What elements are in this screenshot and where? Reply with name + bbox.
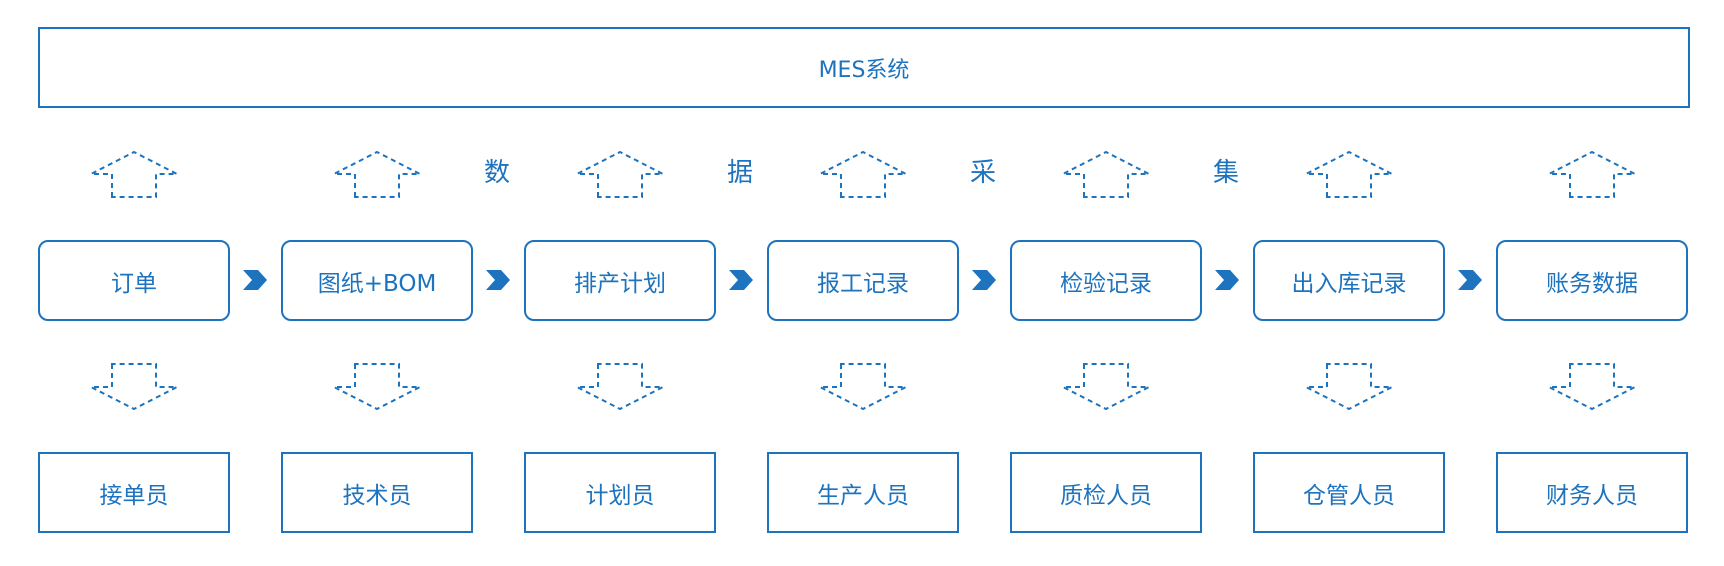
chevron-right-icon	[729, 270, 753, 290]
role-label: 技术员	[342, 482, 412, 509]
stage-label: 报工记录	[817, 270, 909, 297]
download-arrow-icon	[819, 363, 907, 410]
chevron-right-icon	[972, 270, 996, 290]
role-box-order-taker: 接单员	[38, 452, 230, 533]
stage-label: 出入库记录	[1291, 270, 1407, 297]
download-arrow-icon	[333, 363, 421, 410]
stage-label: 账务数据	[1546, 270, 1638, 297]
upload-arrow-icon	[90, 151, 178, 198]
upload-arrow-icon	[1062, 151, 1150, 198]
collect-label-char-2: 据	[726, 158, 753, 188]
role-label: 接单员	[99, 482, 169, 509]
mes-system-title: MES系统	[818, 57, 910, 83]
stage-box-work-report: 报工记录	[767, 240, 959, 321]
role-box-technician: 技术员	[281, 452, 473, 533]
chevron-right-icon	[486, 270, 510, 290]
role-label: 财务人员	[1546, 482, 1638, 509]
chevron-right-icon	[1458, 270, 1482, 290]
upload-arrow-icon	[1548, 151, 1636, 198]
download-arrow-icon	[1548, 363, 1636, 410]
role-label: 生产人员	[817, 482, 909, 509]
role-label: 仓管人员	[1303, 482, 1395, 509]
stage-box-drawing-bom: 图纸+BOM	[281, 240, 473, 321]
download-arrow-icon	[576, 363, 664, 410]
role-box-finance-staff: 财务人员	[1496, 452, 1688, 533]
role-box-quality-inspector: 质检人员	[1010, 452, 1202, 533]
collect-label-char-3: 采	[969, 158, 996, 188]
download-arrow-icon	[90, 363, 178, 410]
download-arrow-icon	[1062, 363, 1150, 410]
role-box-planner: 计划员	[524, 452, 716, 533]
collect-label-char-1: 数	[483, 158, 510, 188]
upload-arrow-icon	[576, 151, 664, 198]
role-label: 计划员	[585, 482, 655, 509]
stage-label: 排产计划	[574, 270, 666, 297]
chevron-right-icon	[1215, 270, 1239, 290]
role-label: 质检人员	[1060, 482, 1152, 509]
upload-arrow-icon	[1305, 151, 1393, 198]
stage-label: 检验记录	[1060, 270, 1152, 297]
stage-box-order: 订单	[38, 240, 230, 321]
chevron-right-icon	[243, 270, 267, 290]
mes-system-box: MES系统	[38, 27, 1690, 108]
stage-box-inspection-record: 检验记录	[1010, 240, 1202, 321]
stage-box-financial-data: 账务数据	[1496, 240, 1688, 321]
role-box-warehouse-keeper: 仓管人员	[1253, 452, 1445, 533]
upload-arrow-icon	[819, 151, 907, 198]
collect-label-char-4: 集	[1212, 158, 1239, 188]
stage-label: 订单	[111, 270, 157, 297]
stage-box-production-plan: 排产计划	[524, 240, 716, 321]
role-box-production-staff: 生产人员	[767, 452, 959, 533]
stage-box-warehouse-record: 出入库记录	[1253, 240, 1445, 321]
download-arrow-icon	[1305, 363, 1393, 410]
stage-label: 图纸+BOM	[317, 270, 437, 297]
upload-arrow-icon	[333, 151, 421, 198]
